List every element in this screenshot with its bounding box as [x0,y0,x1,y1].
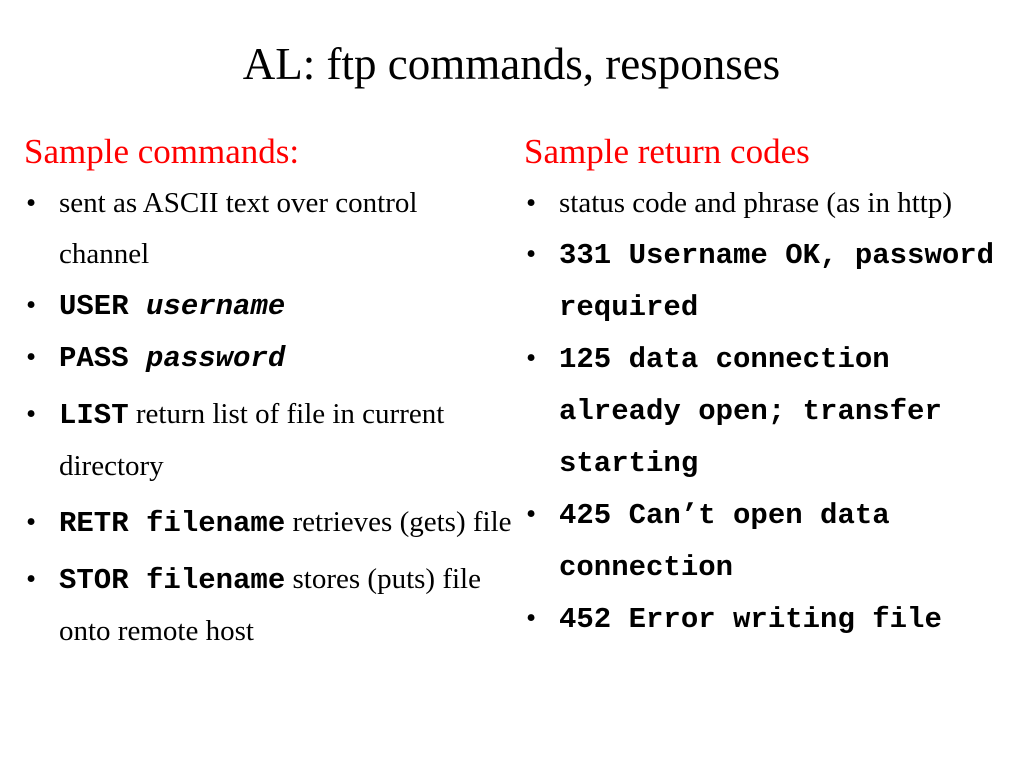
bullet-icon: • [26,398,37,430]
commands-column: Sample commands: • sent as ASCII text ov… [24,130,514,657]
commands-heading: Sample commands: [24,132,300,171]
bullet-icon: • [26,187,37,219]
list-item: • status code and phrase (as in http) [524,178,1014,229]
return-code-425: 425 Can’t open data connection [559,499,890,584]
user-argument: username [146,290,286,323]
list-item: • 425 Can’t open data connection [524,489,1014,593]
return-code-125: 125 data connection already open; transf… [559,343,942,480]
list-item: • 331 Username OK, password required [524,229,1014,333]
return-codes-list: • status code and phrase (as in http) • … [524,178,1014,645]
retr-command: RETR filename [59,507,286,540]
return-code-331: 331 Username OK, password required [559,239,995,324]
return-code-description: status code and phrase (as in http) [559,187,953,219]
pass-argument: password [146,342,286,375]
bullet-icon: • [26,563,37,595]
list-item: • RETR filename retrieves (gets) file [24,497,514,549]
list-item: • sent as ASCII text over control channe… [24,178,514,280]
pass-command: PASS [59,342,129,375]
user-command: USER [59,290,129,323]
stor-description: stores (puts) file onto remote host [59,563,481,647]
list-command: LIST [59,399,129,432]
return-codes-column: Sample return codes • status code and ph… [524,130,1014,645]
bullet-icon: • [526,238,537,270]
list-item: • STOR filename stores (puts) file onto … [24,554,514,657]
slide-title: AL: ftp commands, responses [242,39,781,89]
list-item: • 452 Error writing file [524,593,1014,645]
bullet-icon: • [26,341,37,373]
command-description: sent as ASCII text over control channel [59,187,418,270]
list-item: • USER username [24,280,514,332]
commands-list: • sent as ASCII text over control channe… [24,178,514,657]
list-item: • 125 data connection already open; tran… [524,333,1014,489]
bullet-icon: • [26,506,37,538]
bullet-icon: • [526,187,537,219]
return-codes-heading: Sample return codes [524,132,810,171]
return-code-452: 452 Error writing file [559,603,942,636]
bullet-icon: • [26,289,37,321]
bullet-icon: • [526,498,537,530]
stor-command: STOR filename [59,564,286,597]
list-description: return list of file in current directory [59,398,445,482]
list-item: • PASS password [24,332,514,384]
bullet-icon: • [526,602,537,634]
retr-description: retrieves (gets) file [285,506,512,538]
list-item: • LIST return list of file in current di… [24,389,514,492]
bullet-icon: • [526,342,537,374]
